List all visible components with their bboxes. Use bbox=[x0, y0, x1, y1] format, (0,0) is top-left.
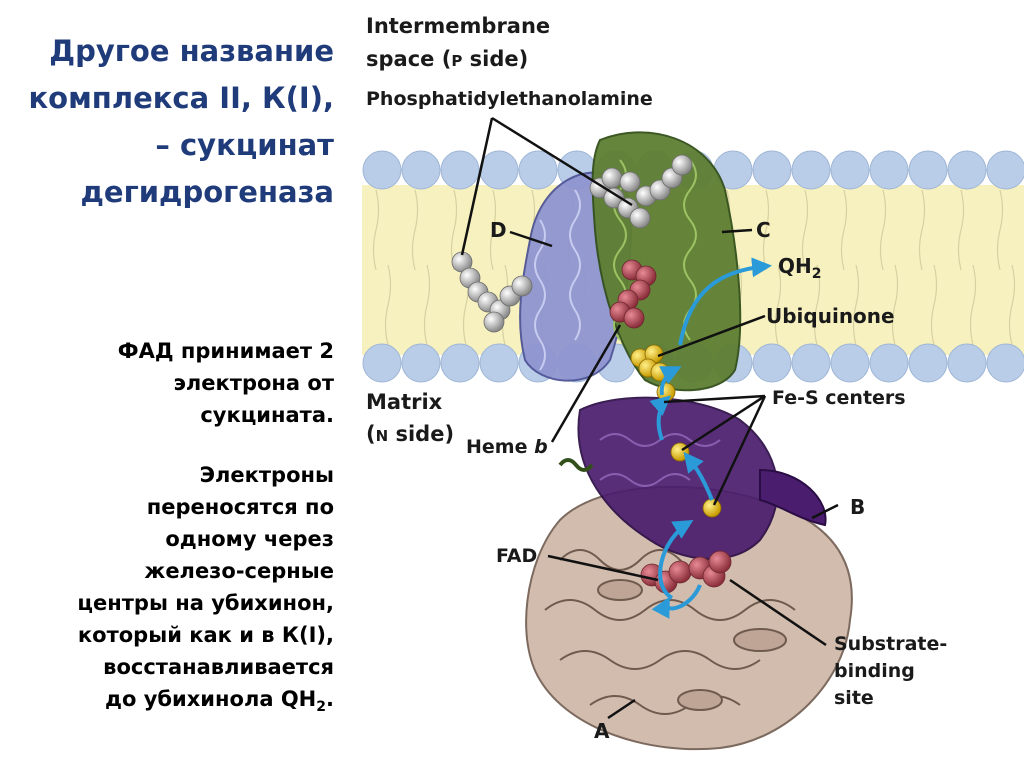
heme-b-spheres bbox=[609, 259, 657, 329]
fad-sphere bbox=[668, 560, 692, 584]
text-line: восстанавливается bbox=[103, 655, 334, 679]
electron-paragraph: Электроны переносятся по одному через же… bbox=[4, 459, 334, 723]
subscript: 2 bbox=[316, 699, 327, 716]
text-line: ФАД принимает 2 bbox=[117, 339, 334, 363]
lipid-tail bbox=[996, 189, 1004, 271]
label-substrate-1: Substrate- bbox=[834, 633, 947, 655]
lipid-tail bbox=[423, 264, 431, 346]
lipid-head bbox=[479, 150, 519, 190]
lipid-sphere bbox=[511, 275, 533, 297]
label-matrix: Matrix bbox=[366, 390, 443, 414]
lipid-head bbox=[830, 343, 870, 383]
title-line: дегидрогеназа bbox=[80, 175, 334, 209]
label-substrate-3: site bbox=[834, 687, 874, 709]
yellow-sphere bbox=[702, 498, 722, 518]
label-heme-b: Heme b bbox=[466, 436, 548, 458]
lipid-head bbox=[869, 343, 909, 383]
lipid-tail bbox=[384, 264, 392, 346]
lipid-head bbox=[869, 150, 909, 190]
lipid-tail bbox=[840, 189, 848, 271]
label-ubiquinone: Ubiquinone bbox=[766, 304, 895, 328]
lipid-tail bbox=[813, 264, 821, 346]
lipid-tail bbox=[879, 189, 887, 271]
slide-title: Другое название комплекса II, К(I), – су… bbox=[0, 28, 334, 216]
lipid-tail bbox=[969, 264, 977, 346]
text-main: до убихинола QH bbox=[105, 687, 317, 711]
text-line: Электроны bbox=[199, 463, 334, 487]
label-phosphatidylethanolamine: Phosphatidylethanolamine bbox=[366, 88, 653, 110]
lipid-tail bbox=[372, 189, 380, 271]
subunit-b bbox=[577, 396, 827, 560]
leader-lines bbox=[460, 116, 839, 720]
electron-path-arrows bbox=[649, 257, 772, 619]
text-line: до убихинола QH2. bbox=[4, 683, 334, 723]
fad-paragraph: ФАД принимает 2 электрона от сукцината. bbox=[4, 335, 334, 431]
lipid-head bbox=[401, 150, 441, 190]
lipid-head bbox=[752, 150, 792, 190]
label-substrate-2: binding bbox=[834, 660, 915, 682]
lipid-head bbox=[908, 343, 948, 383]
lipid-head bbox=[518, 150, 558, 190]
label-fe-s-centers: Fe-S centers bbox=[772, 387, 906, 409]
lipid-sphere bbox=[619, 171, 641, 193]
title-line: Другое название bbox=[49, 34, 334, 68]
phosphatidylethanolamine-spheres bbox=[451, 154, 693, 333]
fad-sphere bbox=[708, 550, 732, 574]
lipid-head bbox=[986, 343, 1024, 383]
label-subunit-b: B bbox=[850, 495, 865, 519]
heme-sphere bbox=[623, 307, 645, 329]
text-line: сукцината. bbox=[200, 403, 334, 427]
lipid-head bbox=[791, 150, 831, 190]
lipid-head bbox=[791, 343, 831, 383]
diagram-labels: Intermembrane space (P side) Phosphatidy… bbox=[366, 14, 947, 743]
lipid-tail bbox=[774, 264, 782, 346]
lipid-tail bbox=[801, 189, 809, 271]
lipid-head bbox=[908, 150, 948, 190]
lipid-tail bbox=[957, 189, 965, 271]
label-qh2: QH2 bbox=[778, 254, 822, 282]
lipid-tail bbox=[1008, 264, 1016, 346]
label-subunit-c: C bbox=[756, 218, 771, 242]
lipid-tail bbox=[450, 189, 458, 271]
lipid-tail bbox=[489, 189, 497, 271]
label-n-side: (N side) bbox=[366, 422, 454, 446]
lipid-head bbox=[830, 150, 870, 190]
lipid-tail bbox=[918, 189, 926, 271]
lipid-sphere bbox=[601, 167, 623, 189]
subunit-a bbox=[525, 485, 853, 751]
title-line: – сукцинат bbox=[155, 128, 334, 162]
text-line: железо-серные bbox=[144, 559, 334, 583]
label-p-side: space (P side) bbox=[366, 47, 528, 71]
lipid-head bbox=[401, 343, 441, 383]
lipid-head bbox=[440, 343, 480, 383]
label-subunit-d: D bbox=[490, 218, 507, 242]
label-subunit-a: A bbox=[594, 719, 610, 743]
lipid-head bbox=[362, 343, 402, 383]
fad-spheres bbox=[640, 550, 732, 594]
lipid-head bbox=[479, 343, 519, 383]
text-line: который как и в К(I), bbox=[77, 623, 334, 647]
lipid-tail bbox=[891, 264, 899, 346]
label-fad: FAD bbox=[496, 545, 537, 567]
complex-ii-diagram: Intermembrane space (P side) Phosphatidy… bbox=[362, 14, 1024, 751]
text-line: центры на убихинон, bbox=[77, 591, 334, 615]
lipid-tail bbox=[852, 264, 860, 346]
lipid-sphere bbox=[671, 154, 693, 176]
title-line: комплекса II, К(I), bbox=[28, 81, 334, 115]
lipid-tail bbox=[411, 189, 419, 271]
lipid-sphere bbox=[629, 207, 651, 229]
lipid-head bbox=[947, 150, 987, 190]
lipid-head bbox=[947, 343, 987, 383]
label-intermembrane: Intermembrane bbox=[366, 14, 550, 38]
lipid-head bbox=[362, 150, 402, 190]
text-period: . bbox=[326, 687, 334, 711]
text-line: переносятся по bbox=[146, 495, 334, 519]
lipid-head bbox=[986, 150, 1024, 190]
text-line: одному через bbox=[165, 527, 334, 551]
lipid-head bbox=[752, 343, 792, 383]
text-line: электрона от bbox=[173, 371, 334, 395]
lipid-tail bbox=[930, 264, 938, 346]
lipid-sphere bbox=[483, 311, 505, 333]
lipid-head bbox=[440, 150, 480, 190]
